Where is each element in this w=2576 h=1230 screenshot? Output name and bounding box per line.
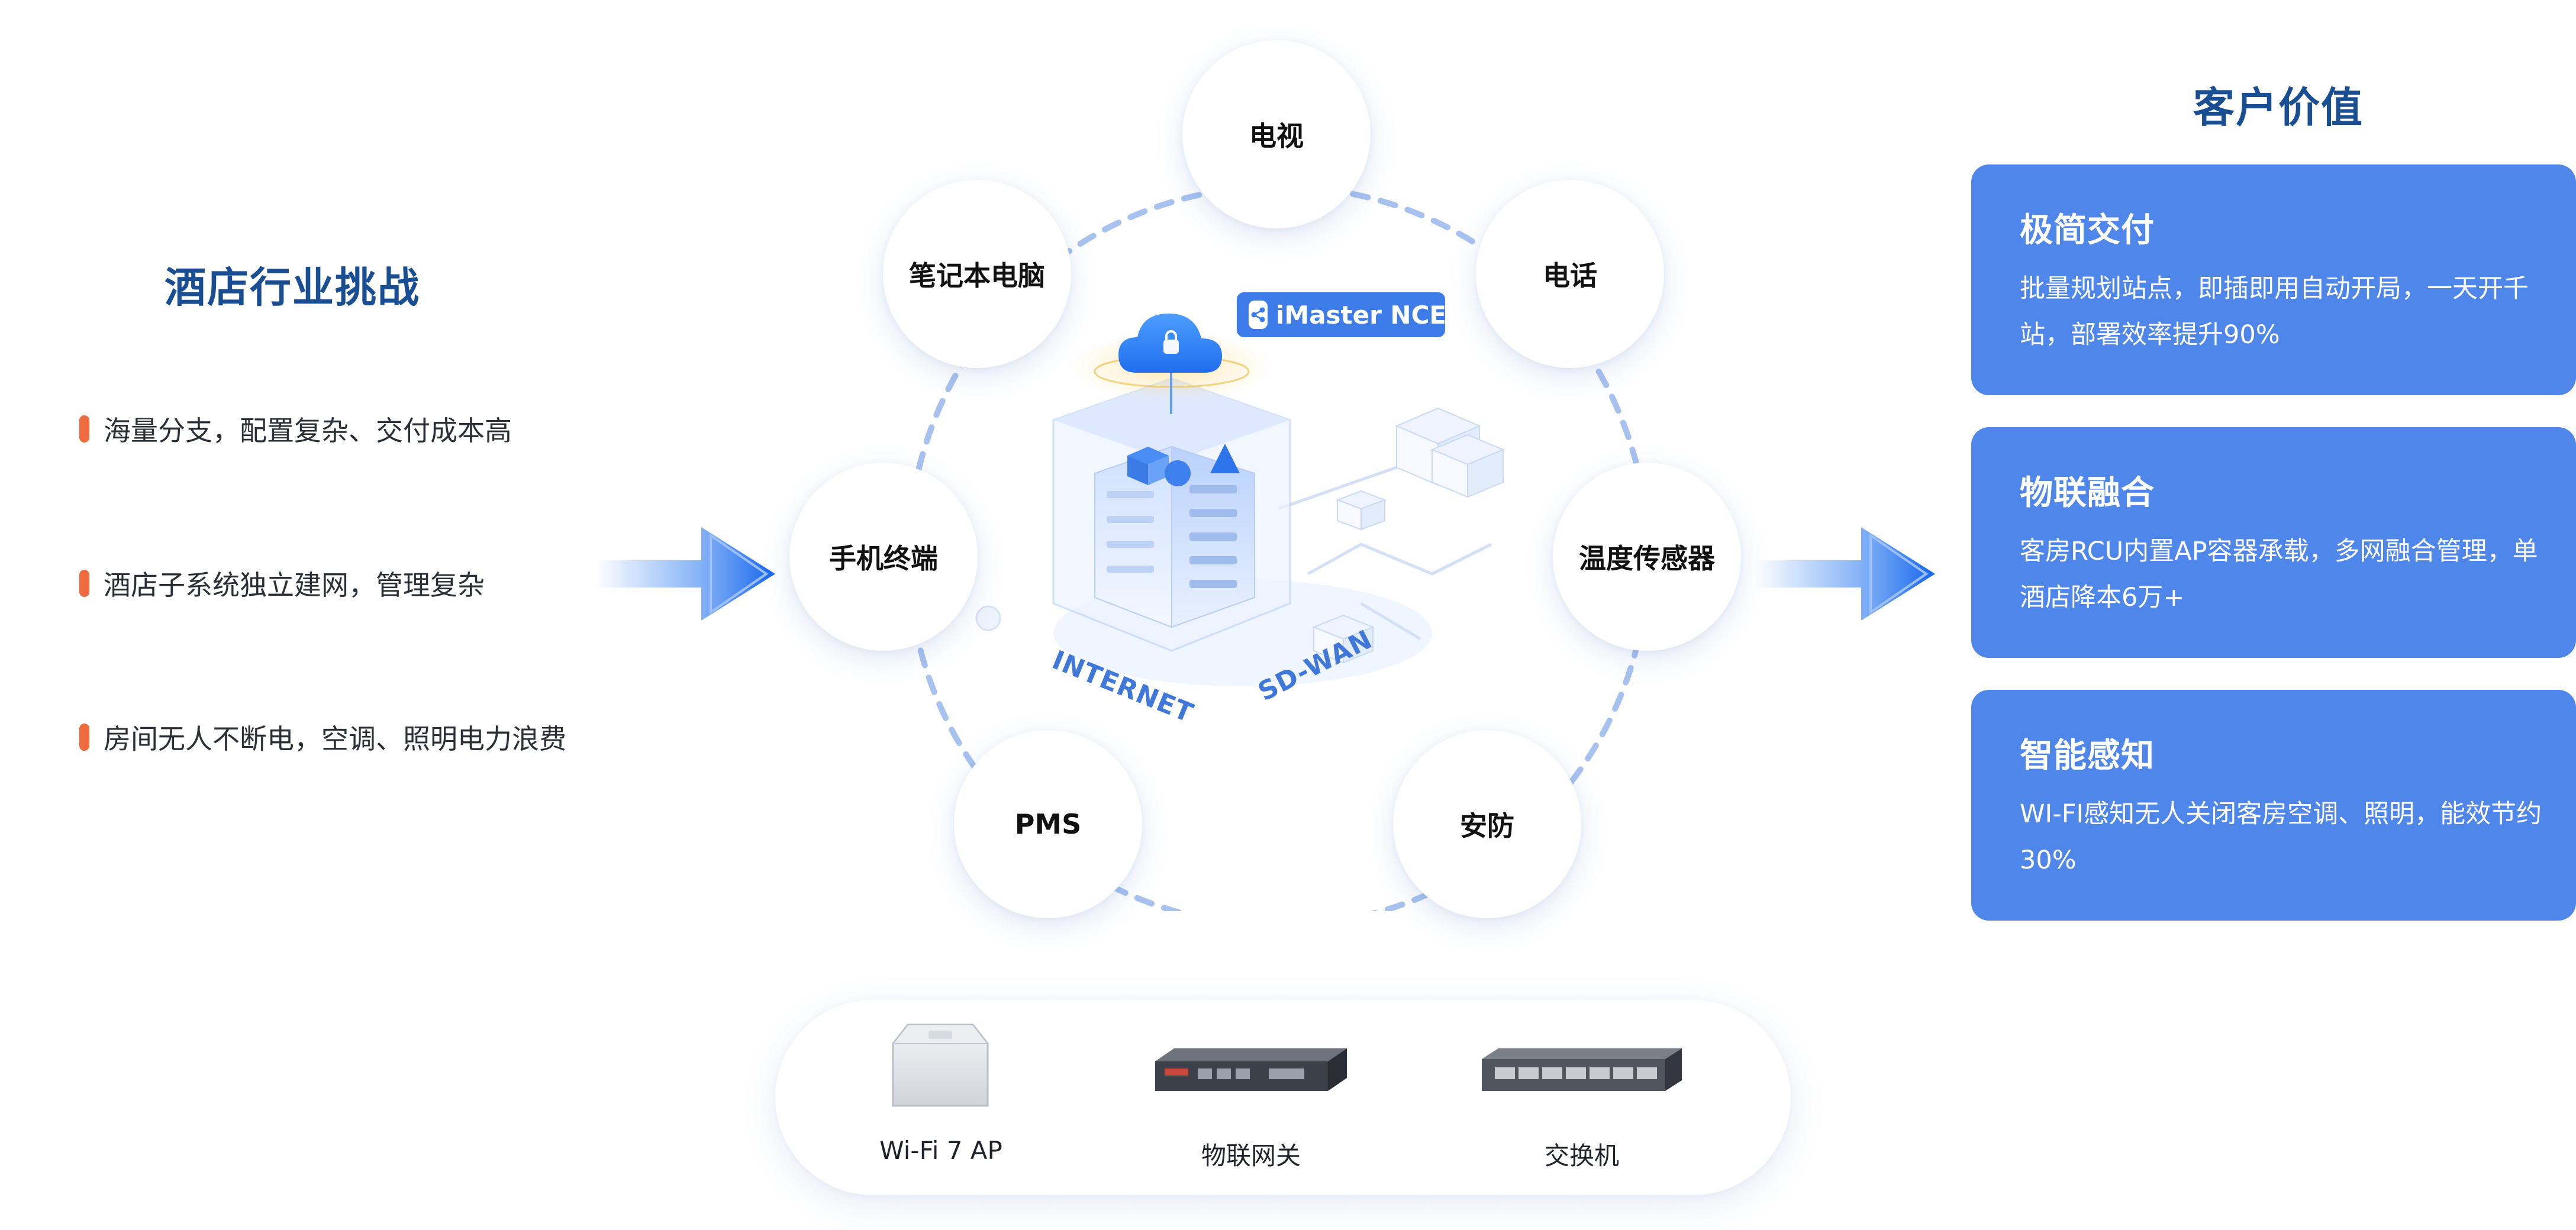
value-card-desc: WI-FI感知无人关闭客房空调、照明，能效节约30% [2020, 799, 2542, 875]
challenge-item: 酒店子系统独立建网，管理复杂 [79, 563, 485, 604]
node-mobile: 手机终端 [789, 463, 978, 651]
flow-arrow-left-icon [595, 527, 775, 621]
wifi-ap-device [891, 1024, 989, 1107]
challenge-text: 海量分支，配置复杂、交付成本高 [104, 415, 512, 447]
node-security: 安防 [1393, 730, 1581, 918]
device-label-ap: Wi-Fi 7 AP [879, 1136, 1002, 1165]
value-card-title: 智能感知 [2020, 737, 2155, 775]
value-card: 物联融合 客房RCU内置AP容器承载，多网融合管理，单酒店降本6万+ [1971, 427, 2576, 658]
node-temp-sensor: 温度传感器 [1553, 463, 1741, 651]
bullet-marker [79, 415, 89, 443]
share-nodes-icon [1249, 301, 1268, 329]
flow-arrow-right-icon [1755, 527, 1935, 621]
node-phone: 电话 [1476, 180, 1664, 368]
node-tv: 电视 [1182, 40, 1371, 228]
value-card-desc: 批量规划站点，即插即用自动开局，一天开千站，部署效率提升90% [2020, 274, 2529, 350]
value-card: 智能感知 WI-FI感知无人关闭客房空调、照明，能效节约30% [1971, 690, 2576, 921]
challenge-text: 酒店子系统独立建网，管理复杂 [104, 569, 485, 601]
platform-name: iMaster NCE [1276, 300, 1447, 330]
iot-gateway-device [1155, 1048, 1347, 1091]
node-laptop: 笔记本电脑 [883, 180, 1071, 368]
switch-device [1482, 1048, 1682, 1091]
bullet-marker [79, 570, 89, 597]
value-card-desc: 客房RCU内置AP容器承载，多网融合管理，单酒店降本6万+ [2020, 537, 2538, 612]
value-card-title: 极简交付 [2020, 211, 2155, 250]
device-label-switch: 交换机 [1544, 1141, 1619, 1170]
node-pms: PMS [954, 730, 1142, 918]
challenges-title: 酒店行业挑战 [165, 263, 420, 312]
imaster-nce-badge: iMaster NCE [1237, 292, 1447, 337]
value-title: 客户价值 [2193, 83, 2364, 132]
device-label-gateway: 物联网关 [1201, 1141, 1301, 1170]
value-card-title: 物联融合 [2020, 474, 2155, 512]
challenge-item: 房间无人不断电，空调、照明电力浪费 [79, 716, 566, 758]
value-card: 极简交付 批量规划站点，即插即用自动开局，一天开千站，部署效率提升90% [1971, 164, 2576, 395]
bullet-marker [79, 724, 89, 751]
server-building-illustration [1052, 314, 1505, 664]
challenge-text: 房间无人不断电，空调、照明电力浪费 [104, 723, 566, 755]
challenge-item: 海量分支，配置复杂、交付成本高 [79, 408, 512, 450]
